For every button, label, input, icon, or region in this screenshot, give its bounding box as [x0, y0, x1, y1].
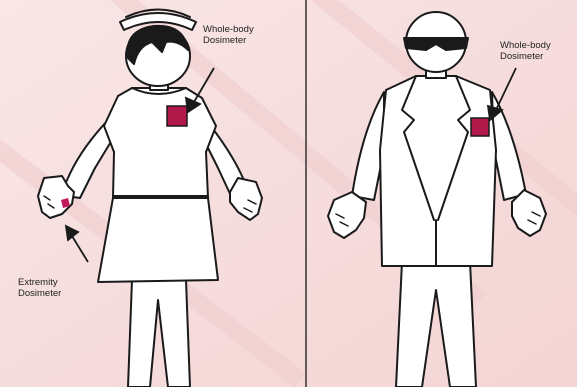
whole-body-dosimeter-right — [471, 118, 489, 136]
suit-jacket — [380, 76, 496, 266]
label-whole-body-left: Whole-body Dosimeter — [203, 24, 254, 46]
label-whole-body-right-line2: Dosimeter — [500, 51, 551, 62]
whole-body-dosimeter-left — [167, 106, 187, 126]
label-whole-body-right: Whole-body Dosimeter — [500, 40, 551, 62]
label-extremity-line2: Dosimeter — [18, 288, 61, 299]
label-whole-body-left-line1: Whole-body — [203, 24, 254, 35]
nurse-skirt — [98, 198, 218, 282]
label-extremity-line1: Extremity — [18, 277, 61, 288]
label-whole-body-right-line1: Whole-body — [500, 40, 551, 51]
label-extremity: Extremity Dosimeter — [18, 277, 61, 299]
label-whole-body-left-line2: Dosimeter — [203, 35, 254, 46]
